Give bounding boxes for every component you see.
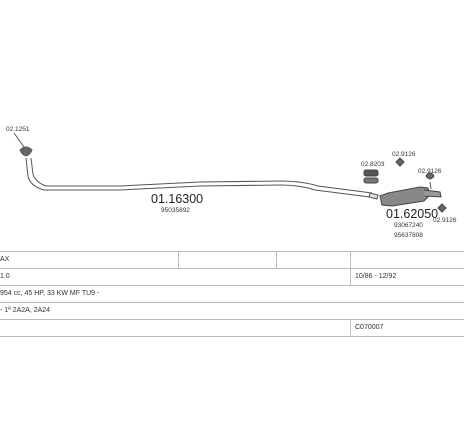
clamp-left-drawing: [13, 132, 33, 157]
column-divider: [350, 269, 351, 285]
info-row-5: C070007: [0, 319, 464, 336]
clamp-c-label: 02.9126: [418, 168, 442, 175]
column-divider: [350, 252, 351, 268]
rear-muffler-code-label: 01.62050: [386, 207, 438, 221]
info-row-1: AX: [0, 251, 464, 268]
column-divider: [350, 320, 351, 336]
info-row-4: - 1ª 2A2A, 2A24: [0, 302, 464, 319]
rear-muffler-ref1-label: 93067240: [394, 222, 423, 229]
clamp-a-drawing: [363, 169, 379, 184]
vehicle-info-table: AX 1.0 10/86 - 12/92 954 cc, 45 HP, 33 K…: [0, 251, 464, 337]
info-row-2-col-2: 10/86 - 12/92: [355, 273, 397, 280]
front-pipe-ref-label: 95035892: [161, 207, 190, 214]
clamp-d-drawing: [437, 203, 447, 213]
front-pipe-code-label: 01.16300: [151, 192, 203, 206]
column-divider: [178, 252, 179, 268]
clamp-a-label: 02.8203: [361, 161, 385, 168]
front-pipe-drawing: [25, 157, 379, 200]
info-row-1-col-1: AX: [0, 256, 10, 263]
clamp-c-drawing: [425, 172, 435, 190]
info-row-3-col-1: 954 cc, 45 HP, 33 KW MF TU9 -: [0, 290, 100, 297]
info-row-4-col-1: - 1ª 2A2A, 2A24: [0, 307, 51, 314]
info-row-2-col-1: 1.0: [0, 273, 10, 280]
clamp-b-label: 02.9126: [392, 151, 416, 158]
info-row-5-col-2: C070007: [355, 324, 384, 331]
exhaust-system-diagram: 02.1251 01.16300 95035892 02.8203 02.912…: [6, 126, 457, 239]
clamp-b-drawing: [395, 157, 405, 167]
info-row-3: 954 cc, 45 HP, 33 KW MF TU9 -: [0, 285, 464, 302]
table-bottom-rule: [0, 336, 464, 337]
rear-muffler-drawing: [379, 186, 442, 207]
clamp-left-label: 02.1251: [6, 126, 30, 133]
clamp-d-label: 02.9126: [433, 217, 457, 224]
info-row-2: 1.0 10/86 - 12/92: [0, 268, 464, 285]
column-divider: [276, 252, 277, 268]
rear-muffler-ref2-label: 95637808: [394, 232, 423, 239]
